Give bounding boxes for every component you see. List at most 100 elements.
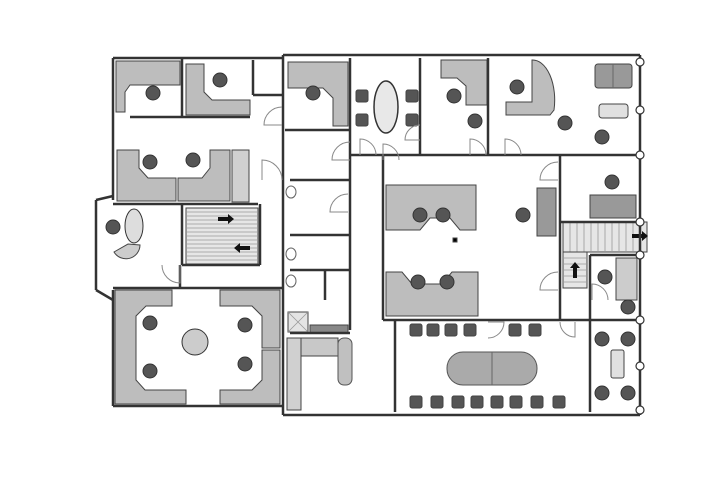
- chair-icon: [594, 331, 610, 347]
- chair-icon: [594, 385, 610, 401]
- toilet-icon: [285, 247, 297, 261]
- column-icon: [635, 150, 645, 160]
- door-swing-icon: [329, 193, 349, 213]
- chair-icon: [467, 113, 483, 129]
- chair-icon: [444, 323, 458, 337]
- counter-icon: [286, 337, 302, 411]
- door-swing-icon: [263, 106, 283, 126]
- door-swing-icon: [359, 138, 377, 156]
- desk-icon: [219, 349, 281, 405]
- chair-icon: [509, 79, 525, 95]
- chair-icon: [426, 323, 440, 337]
- chair-icon: [105, 219, 121, 235]
- toilet-icon: [285, 274, 297, 288]
- chair-icon: [405, 113, 419, 127]
- shower-line: [287, 311, 309, 333]
- column-icon: [635, 217, 645, 227]
- chair-icon: [212, 72, 228, 88]
- table-icon: [124, 208, 144, 244]
- chair-icon: [142, 363, 158, 379]
- toilet-icon: [285, 185, 297, 199]
- desk-icon: [505, 59, 556, 116]
- kitchen-island-icon: [337, 337, 353, 386]
- chair-icon: [515, 207, 531, 223]
- column-icon: [635, 250, 645, 260]
- door-swing-icon: [331, 141, 351, 161]
- desk-icon: [115, 60, 181, 113]
- door-swing-icon: [559, 321, 576, 338]
- desk-icon: [185, 63, 251, 116]
- desk-icon: [615, 257, 638, 301]
- table-icon: [373, 80, 399, 134]
- chair-icon: [594, 129, 610, 145]
- chair-icon: [620, 299, 636, 315]
- desk-icon: [385, 271, 479, 317]
- chair-icon: [355, 113, 369, 127]
- column-icon: [635, 405, 645, 415]
- chair-icon: [451, 395, 465, 409]
- chair-icon: [528, 323, 542, 337]
- chair-icon: [470, 395, 484, 409]
- chair-icon: [508, 323, 522, 337]
- chair-icon: [410, 274, 426, 290]
- arrow-icon: [218, 214, 234, 224]
- chair-icon: [435, 207, 451, 223]
- column-icon: [635, 315, 645, 325]
- desk-icon: [113, 243, 141, 260]
- arrow-icon: [570, 262, 580, 278]
- chair-icon: [409, 395, 423, 409]
- wall: [95, 194, 114, 202]
- chair-icon: [439, 274, 455, 290]
- chair-icon: [237, 356, 253, 372]
- desk-icon: [114, 289, 187, 405]
- door-swing-icon: [504, 138, 522, 156]
- desk-icon: [385, 184, 477, 231]
- chair-icon: [552, 395, 566, 409]
- chair-icon: [405, 89, 419, 103]
- chair-icon: [463, 323, 477, 337]
- chair-icon: [412, 207, 428, 223]
- table-icon: [610, 349, 625, 379]
- desk-icon: [589, 194, 637, 219]
- door-swing-icon: [591, 283, 609, 301]
- desk-icon: [287, 61, 349, 127]
- chair-icon: [530, 395, 544, 409]
- door-swing-icon: [539, 271, 559, 291]
- desk-icon: [177, 149, 231, 202]
- arrow-icon: [234, 243, 250, 253]
- chair-icon: [490, 395, 504, 409]
- marker-icon: [452, 237, 458, 243]
- column-icon: [635, 105, 645, 115]
- chair-icon: [620, 331, 636, 347]
- chair-icon: [355, 89, 369, 103]
- chair-icon: [142, 315, 158, 331]
- chair-icon: [185, 152, 201, 168]
- desk-icon: [219, 289, 281, 349]
- door-swing-icon: [382, 143, 400, 161]
- door-swing-icon: [261, 159, 283, 181]
- chair-icon: [620, 385, 636, 401]
- chair-icon: [604, 174, 620, 190]
- coffee-table-icon: [598, 103, 629, 119]
- column-icon: [635, 361, 645, 371]
- chair-icon: [237, 317, 253, 333]
- wall: [95, 288, 114, 302]
- cabinet-icon: [231, 149, 250, 203]
- counter-icon: [300, 337, 339, 357]
- chair-icon: [430, 395, 444, 409]
- chair-icon: [305, 85, 321, 101]
- chair-icon: [145, 85, 161, 101]
- chair-icon: [597, 269, 613, 285]
- desk-icon: [536, 187, 557, 237]
- chair-icon: [142, 154, 158, 170]
- door-swing-icon: [161, 264, 181, 284]
- door-swing-icon: [469, 138, 487, 156]
- table-icon: [181, 328, 209, 356]
- chair-icon: [509, 395, 523, 409]
- chair-icon: [446, 88, 462, 104]
- column-icon: [635, 57, 645, 67]
- door-swing-icon: [539, 161, 559, 181]
- chair-icon: [557, 115, 573, 131]
- door-swing-icon: [487, 321, 505, 339]
